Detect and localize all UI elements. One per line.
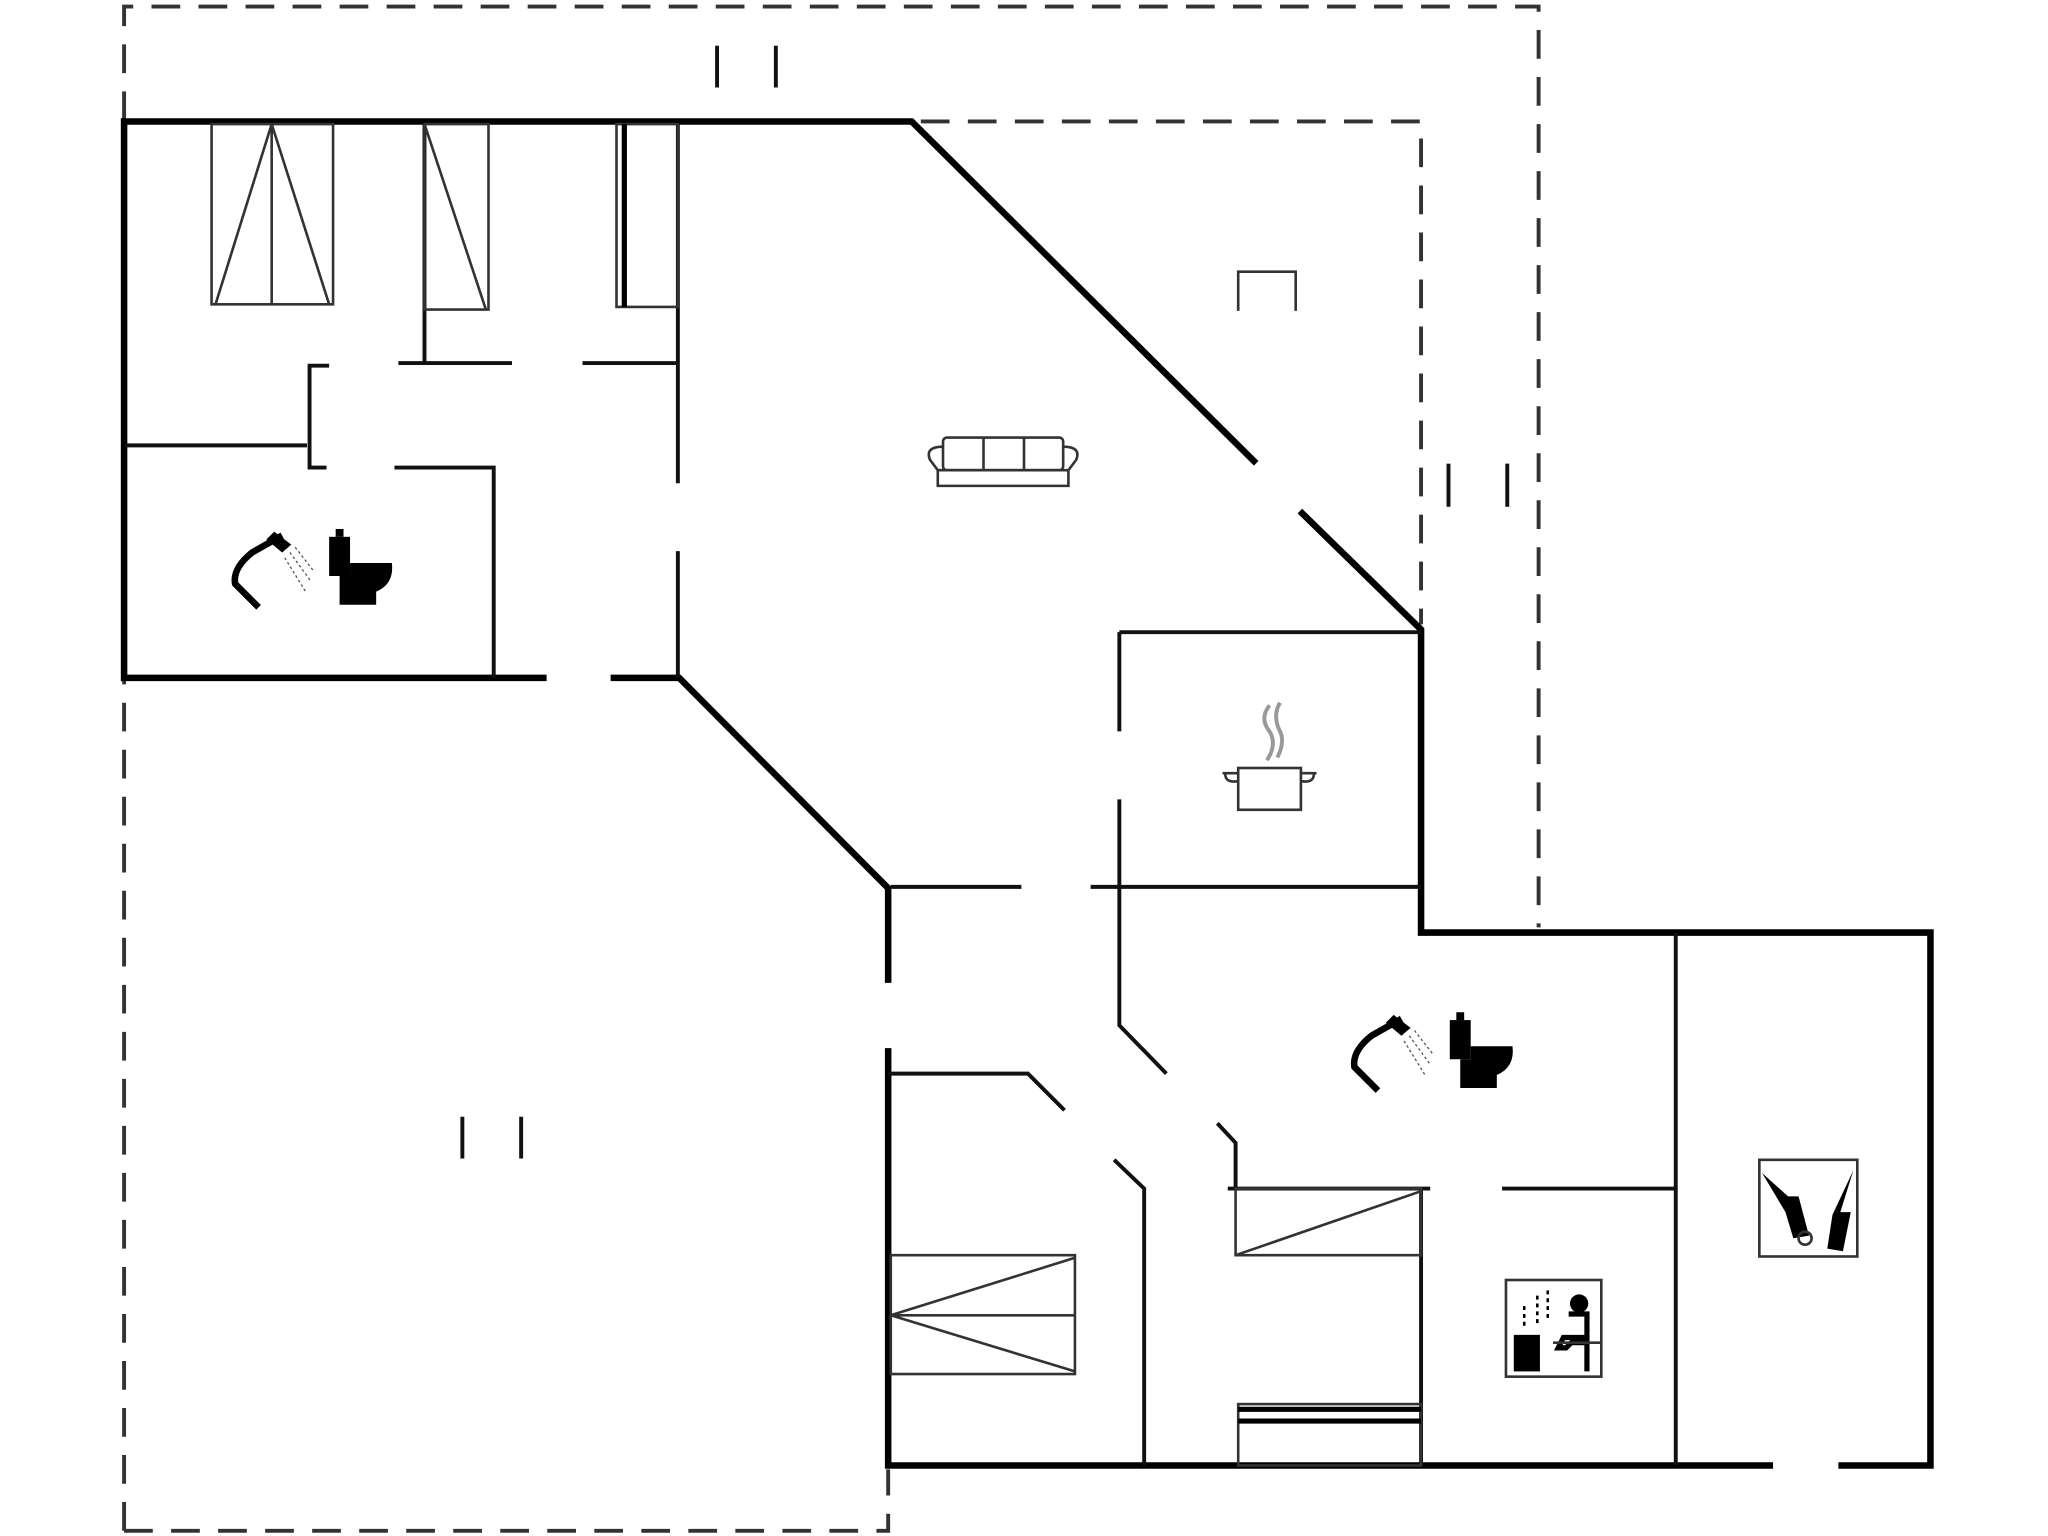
shower-icon bbox=[231, 531, 314, 610]
sauna-icon bbox=[1504, 1278, 1603, 1378]
washing-machine-icon bbox=[1758, 1158, 1859, 1258]
toilet-icon bbox=[1449, 1012, 1513, 1088]
bed-icon bbox=[889, 1253, 1077, 1376]
interior-walls bbox=[124, 124, 1678, 1466]
terrace-outlines bbox=[122, 4, 1541, 1533]
toilet-icon bbox=[329, 528, 393, 605]
bed-icon bbox=[210, 122, 335, 306]
shower-icon bbox=[1350, 1014, 1434, 1093]
bed-icon bbox=[423, 122, 490, 311]
chair-icon bbox=[1236, 270, 1297, 311]
bunk-bed-icon bbox=[1236, 1402, 1423, 1467]
sofa-icon bbox=[927, 436, 1079, 488]
terrace-markers bbox=[460, 45, 1510, 1159]
exterior-walls bbox=[120, 118, 1934, 1469]
wardrobe-icon bbox=[615, 122, 680, 309]
cooking-pot-icon bbox=[1222, 701, 1317, 812]
bed-icon bbox=[1234, 1187, 1423, 1257]
